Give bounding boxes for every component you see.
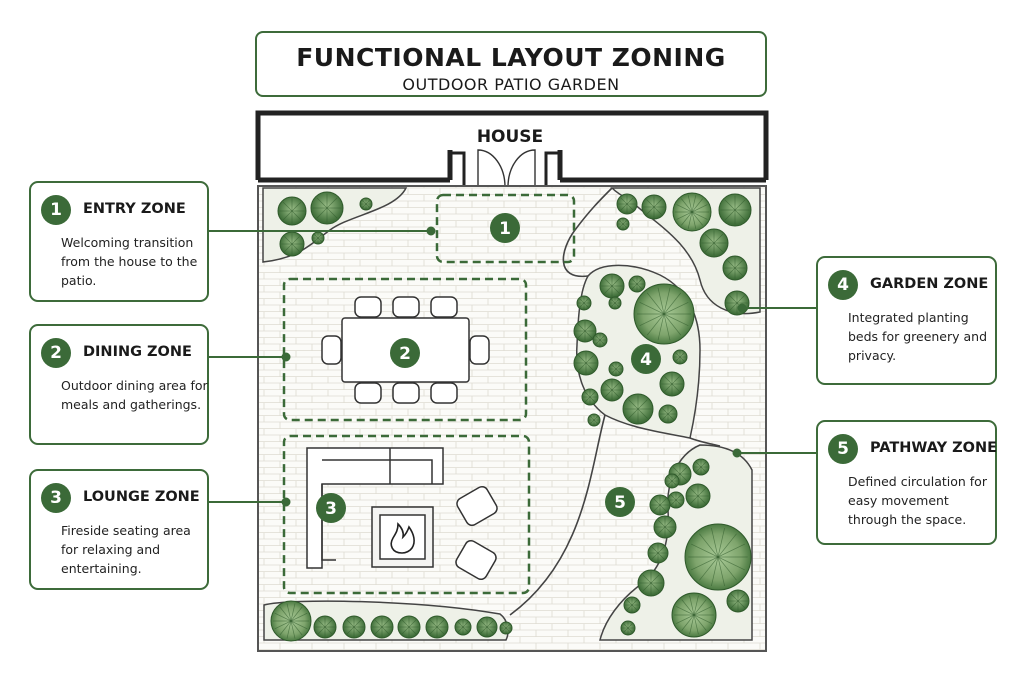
shrub-icon (576, 295, 592, 311)
shrub-icon (311, 231, 325, 245)
zone-marker-3: 3 (316, 493, 346, 523)
shrub-icon (342, 615, 366, 639)
shrub-icon (692, 458, 710, 476)
shrub-icon (726, 589, 750, 613)
shrub-icon (397, 615, 421, 639)
door-icon (467, 149, 544, 188)
shrub-icon (628, 275, 646, 293)
zone-description: Integrated planting beds for greenery an… (848, 310, 988, 363)
shrub-icon (573, 319, 597, 343)
zone-title: ENTRY ZONE (83, 201, 186, 217)
shrub-icon (623, 596, 641, 614)
house: HOUSE (255, 110, 769, 188)
zone-number-badge: 1 (41, 195, 71, 225)
shrub-icon (608, 296, 622, 310)
shrub-icon (659, 371, 685, 397)
shrub-icon (581, 388, 599, 406)
shrub-icon (425, 615, 449, 639)
chair-icon (321, 296, 490, 404)
zone-marker-1: 1 (490, 213, 520, 243)
zone-description: Outdoor dining area for meals and gather… (61, 378, 208, 412)
zone-marker-2: 2 (390, 338, 420, 368)
title-box: FUNCTIONAL LAYOUT ZONING OUTDOOR PATIO G… (255, 31, 767, 97)
svg-text:1: 1 (499, 219, 511, 239)
zone-card-entry: 1 ENTRY ZONE Welcoming transition from t… (29, 181, 209, 302)
zone-card-dining: 2 DINING ZONE Outdoor dining area for me… (29, 324, 209, 445)
page-title: FUNCTIONAL LAYOUT ZONING (296, 43, 726, 72)
svg-text:5: 5 (614, 493, 626, 513)
svg-text:3: 3 (325, 499, 337, 519)
page-subtitle: OUTDOOR PATIO GARDEN (402, 75, 620, 94)
shrub-icon (313, 615, 337, 639)
zone-markers: 1 2 3 4 5 (316, 213, 661, 523)
zone-number-badge: 3 (41, 483, 71, 513)
shrub-icon (620, 620, 636, 636)
shrub-icon (616, 193, 638, 215)
zone-card-lounge: 3 LOUNGE ZONE Fireside seating area for … (29, 469, 209, 590)
zone-description: Fireside seating area for relaxing and e… (61, 523, 191, 576)
shrub-icon (664, 473, 680, 489)
zone-marker-4: 4 (631, 344, 661, 374)
shrub-icon (277, 196, 307, 226)
svg-text:2: 2 (399, 344, 411, 364)
sofa-icon (306, 447, 444, 569)
zone-card-garden: 4 GARDEN ZONE Integrated planting beds f… (816, 256, 997, 385)
zone-number-badge: 4 (828, 270, 858, 300)
shrub-icon (647, 542, 669, 564)
zone-description: Welcoming transition from the house to t… (61, 235, 198, 288)
zone-title: LOUNGE ZONE (83, 489, 200, 505)
shrub-icon (310, 191, 344, 225)
shrub-icon (699, 228, 729, 258)
tree-icon (633, 283, 695, 345)
zone-description: Defined circulation for easy movement th… (848, 474, 987, 527)
shrub-icon (685, 483, 711, 509)
zone-title: PATHWAY ZONE (870, 440, 998, 456)
lounge-set (306, 447, 498, 581)
tree-icon (684, 523, 752, 591)
shrub-icon (499, 621, 513, 635)
shrub-icon (587, 413, 601, 427)
shrub-icon (649, 494, 671, 516)
shrub-icon (718, 193, 752, 227)
shrub-icon (279, 231, 305, 257)
zone-1-outline (435, 193, 576, 264)
zone-number-badge: 2 (41, 338, 71, 368)
house-label: HOUSE (477, 127, 543, 147)
zone-marker-5: 5 (605, 487, 635, 517)
shrub-icon (608, 361, 624, 377)
zone-2-outline (282, 277, 528, 422)
tree-icon (672, 192, 712, 232)
shrub-icon (722, 255, 748, 281)
shrub-icon (592, 332, 608, 348)
shrub-icon (637, 569, 665, 597)
shrub-icon (573, 350, 599, 376)
shrub-icon (476, 616, 498, 638)
shrub-icon (622, 393, 654, 425)
zone-number-badge: 5 (828, 434, 858, 464)
zone-3-outline (282, 434, 531, 595)
shrub-icon (454, 618, 472, 636)
shrub-icon (616, 217, 630, 231)
shrub-icon (370, 615, 394, 639)
shrub-icon (653, 515, 677, 539)
shrub-icon (672, 349, 688, 365)
shrub-icon (658, 404, 678, 424)
shrub-icon (600, 378, 624, 402)
shrub-icon (359, 197, 373, 211)
zone-outlines (282, 193, 576, 595)
zone-title: GARDEN ZONE (870, 276, 989, 292)
chair-icon (455, 485, 498, 581)
zone-title: DINING ZONE (83, 344, 192, 360)
connector-lines (208, 226, 818, 507)
shrub-icon (641, 194, 667, 220)
tree-icon (671, 592, 717, 638)
svg-text:4: 4 (640, 350, 652, 370)
tree-icon (270, 600, 312, 642)
zone-card-pathway: 5 PATHWAY ZONE Defined circulation for e… (816, 420, 997, 545)
shrub-icon (724, 290, 750, 316)
fire-icon (390, 522, 415, 554)
shrub-icon (599, 273, 625, 299)
